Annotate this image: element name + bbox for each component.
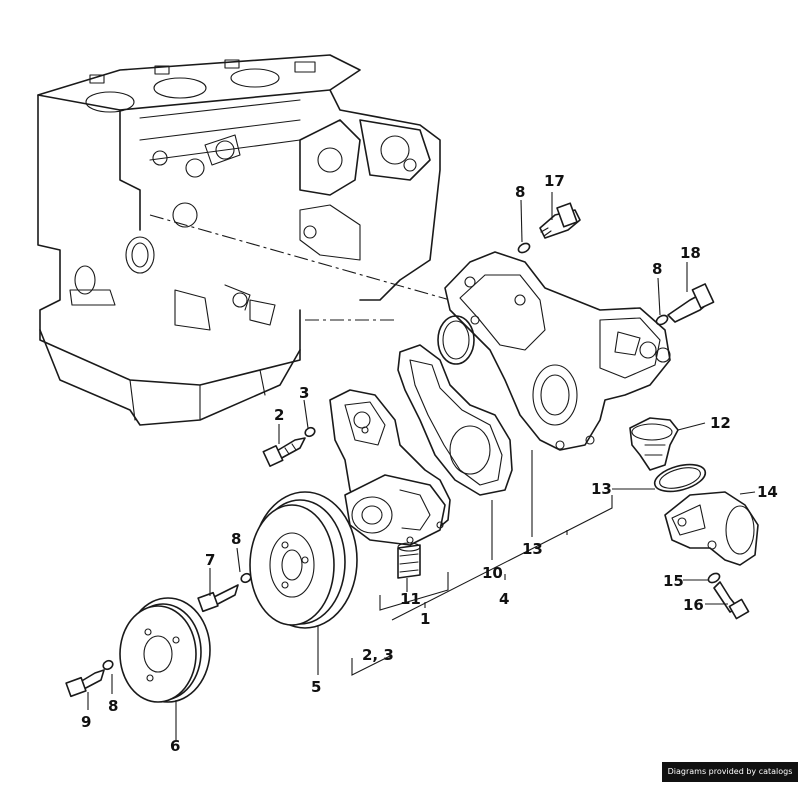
callout-8-top: 8 bbox=[515, 183, 525, 201]
callout-15: 15 bbox=[663, 572, 684, 590]
drain-plug bbox=[397, 542, 421, 579]
callout-4: 4 bbox=[499, 590, 509, 608]
washer-8c bbox=[240, 572, 252, 584]
washer-8a bbox=[517, 242, 531, 254]
callout-6: 6 bbox=[170, 737, 180, 755]
engine-block bbox=[37, 54, 451, 426]
o-ring-large bbox=[437, 315, 475, 365]
credit-badge: Diagrams provided by catalogs parts bbox=[662, 762, 798, 796]
bolt-18 bbox=[667, 283, 715, 323]
callout-8-pulley: 8 bbox=[231, 530, 241, 548]
callout-16: 16 bbox=[683, 596, 704, 614]
callout-10: 10 bbox=[482, 564, 503, 582]
callout-18: 18 bbox=[680, 244, 701, 262]
callout-7: 7 bbox=[205, 551, 215, 569]
bolt-7 bbox=[197, 584, 239, 613]
callout-3: 3 bbox=[299, 384, 309, 402]
callout-numbers: 17 8 18 8 12 14 13 15 16 3 2 8 7 13 10 4… bbox=[81, 172, 778, 755]
coolant-flange bbox=[664, 491, 759, 566]
washer-8b bbox=[655, 314, 669, 326]
bolt-9 bbox=[65, 669, 105, 698]
pulley-large bbox=[249, 491, 358, 629]
pulley-small bbox=[119, 597, 211, 703]
washer-8d bbox=[102, 659, 114, 671]
callout-11: 11 bbox=[400, 590, 421, 608]
callout-2: 2 bbox=[274, 406, 284, 424]
washer-15 bbox=[707, 572, 721, 584]
callout-2-3: 2, 3 bbox=[362, 646, 394, 664]
seal-ring bbox=[653, 463, 707, 493]
callout-8-bottom: 8 bbox=[108, 697, 118, 715]
bolt-17 bbox=[539, 202, 581, 239]
callout-13-right: 13 bbox=[591, 480, 612, 498]
water-pump bbox=[329, 389, 451, 546]
callout-8-right: 8 bbox=[652, 260, 662, 278]
callout-9: 9 bbox=[81, 713, 91, 731]
thermostat bbox=[629, 417, 679, 471]
callout-14: 14 bbox=[757, 483, 778, 501]
callout-5: 5 bbox=[311, 678, 321, 696]
callout-12: 12 bbox=[710, 414, 731, 432]
callout-13-mid: 13 bbox=[522, 540, 543, 558]
callout-1: 1 bbox=[420, 610, 430, 628]
bolt-16 bbox=[713, 581, 750, 620]
pump-housing bbox=[444, 251, 671, 451]
housing-gasket bbox=[397, 344, 513, 496]
leader-lines bbox=[87, 192, 756, 740]
callout-17: 17 bbox=[544, 172, 565, 190]
bolt-2 bbox=[262, 437, 306, 468]
washer-3 bbox=[304, 426, 316, 438]
